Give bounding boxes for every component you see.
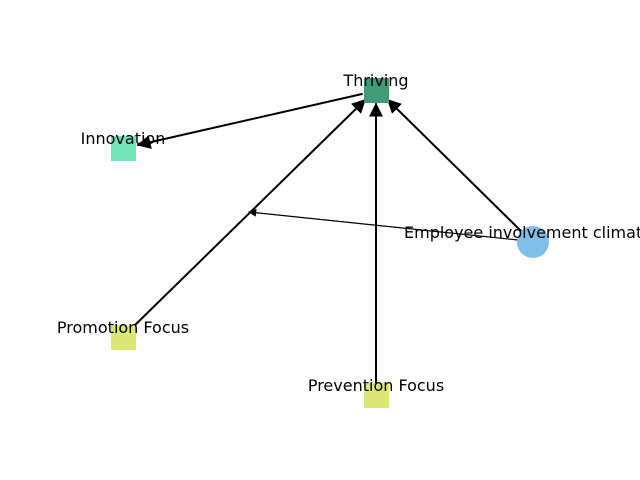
label-prevention-focus: Prevention Focus	[308, 376, 444, 395]
node-promotion-focus	[111, 325, 136, 350]
edge-climate-moderation	[248, 208, 519, 241]
edge-climate-to-thriving	[387, 99, 523, 233]
node-innovation	[111, 136, 136, 161]
node-prevention-focus	[364, 383, 389, 408]
edge-thriving-to-innovation	[136, 93, 363, 150]
edge-promotion-to-thriving	[132, 99, 367, 328]
label-thriving: Thriving	[342, 71, 408, 90]
node-thriving	[364, 78, 389, 103]
label-promotion-focus: Promotion Focus	[57, 318, 189, 337]
label-innovation: Innovation	[81, 129, 166, 148]
label-employee-involvement-climate: Employee involvement climate	[404, 223, 640, 242]
node-employee-involvement-climate	[517, 226, 549, 258]
